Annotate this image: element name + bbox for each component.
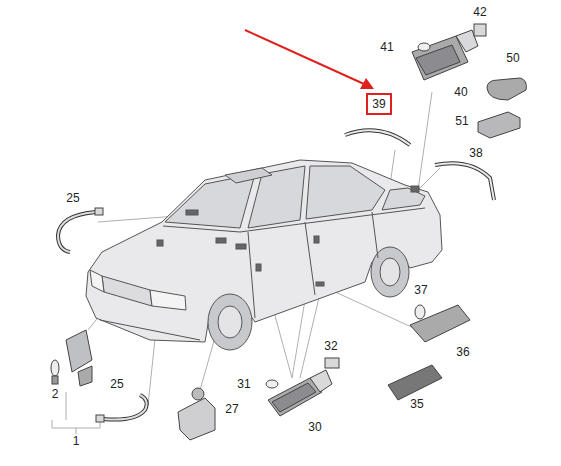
callout-box: 39 <box>366 93 392 115</box>
callout-number: 38 <box>468 147 483 160</box>
callout-number: 35 <box>409 398 424 411</box>
callout-number: 39 <box>368 97 390 111</box>
callout-number: 41 <box>379 41 394 54</box>
callout-number: 42 <box>472 6 487 19</box>
callout-number: 51 <box>454 115 469 128</box>
callout-number: 32 <box>323 340 338 353</box>
callout-number: 25 <box>109 378 124 391</box>
callout-number: 36 <box>455 346 470 359</box>
callout-number: 1 <box>72 435 81 448</box>
callout-number: 25 <box>65 192 80 205</box>
callout-number: 37 <box>413 284 428 297</box>
callout-number: 31 <box>236 378 251 391</box>
callout-number: 30 <box>307 421 322 434</box>
red-pointer-arrow <box>245 30 374 89</box>
callout-number: 40 <box>453 86 468 99</box>
callout-number: 2 <box>51 388 60 401</box>
callout-number: 50 <box>505 52 520 65</box>
callout-number: 27 <box>224 403 239 416</box>
